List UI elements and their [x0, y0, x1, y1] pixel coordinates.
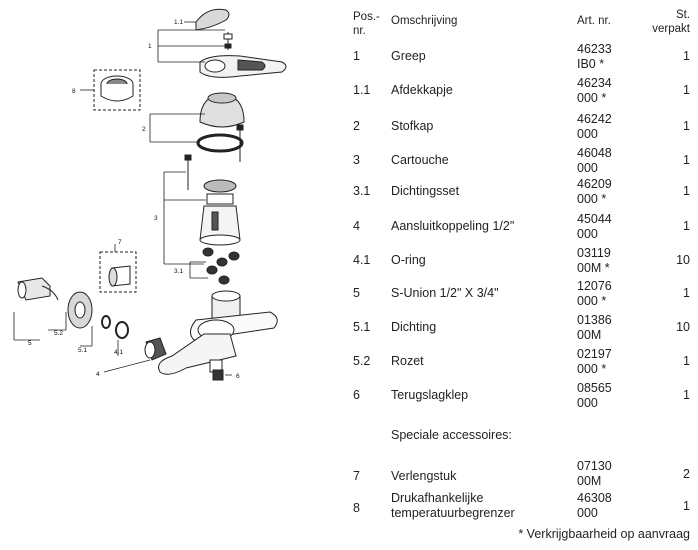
part-row-article: 46242 000	[577, 112, 612, 141]
special-row-qty: 1	[683, 499, 690, 513]
special-row-description: Verlengstuk	[391, 469, 457, 483]
part-row-qty: 1	[683, 153, 690, 167]
special-row-article: 07130 00M	[577, 459, 612, 488]
part-screw	[223, 32, 233, 50]
callout-5-2: 5.2	[54, 330, 63, 337]
part-row-description: Dichting	[391, 320, 437, 334]
part-row-qty: 1	[683, 184, 690, 198]
part-row-description: O-ring	[391, 253, 426, 267]
part-dust-cap	[199, 92, 245, 128]
part-row-qty: 10	[676, 320, 690, 334]
part-row-qty: 1	[683, 49, 690, 63]
part-seal	[101, 315, 111, 329]
part-row-qty: 1	[683, 119, 690, 133]
callout-1: 1	[148, 43, 152, 50]
part-row-article: 12076 000 *	[577, 279, 612, 308]
callout-4: 4	[96, 371, 100, 378]
part-row-description: S-Union 1/2" X 3/4"	[391, 286, 499, 300]
part-row-qty: 1	[683, 219, 690, 233]
part-row-pos: 4	[353, 219, 360, 233]
special-row-description: Drukafhankelijke temperatuurbegrenzer	[391, 491, 515, 520]
part-row-pos: 1	[353, 49, 360, 63]
part-connector	[144, 337, 167, 361]
callout-5-1: 5.1	[78, 347, 87, 354]
part-row-pos: 6	[353, 388, 360, 402]
part-row-pos: 3	[353, 153, 360, 167]
part-row-article: 01386 00M	[577, 313, 612, 342]
exploded-parts-diagram: 1.1 1 8 2 3 3.1 7 5 5.2 5.1 4.1 4 6	[13, 8, 287, 381]
callout-8: 8	[72, 88, 76, 95]
part-row-article: 08565 000	[577, 381, 612, 410]
part-row-description: Aansluitkoppeling 1/2"	[391, 219, 515, 233]
callout-2: 2	[142, 126, 146, 133]
special-row-pos: 8	[353, 501, 360, 515]
callout-3-1: 3.1	[174, 268, 183, 275]
part-check-valve	[212, 369, 224, 381]
part-row-pos: 5.2	[353, 354, 371, 368]
header-description: Omschrijving	[391, 15, 458, 27]
part-o-ring-small	[115, 321, 129, 339]
part-seal-set	[202, 247, 240, 285]
part-row-description: Terugslagklep	[391, 388, 469, 402]
part-cover-cap	[195, 8, 230, 31]
part-row-description: Afdekkapje	[391, 83, 453, 97]
part-s-union	[17, 277, 59, 301]
leader-lines	[13, 21, 232, 376]
part-row-pos: 1.1	[353, 83, 371, 97]
part-row-article: 46234 000 *	[577, 76, 612, 105]
parts-list: Pos.- nr. Omschrijving Art. nr. St. verpakt…	[345, 0, 698, 550]
part-row-article: 46233 IB0 *	[577, 42, 612, 71]
part-row-article: 45044 000	[577, 212, 612, 241]
part-row-pos: 5	[353, 286, 360, 300]
special-row-article: 46308 000	[577, 491, 612, 520]
part-temperature-limiter	[93, 69, 141, 111]
callout-4-1: 4.1	[114, 349, 123, 356]
part-cartridge	[199, 179, 241, 246]
part-row-qty: 1	[683, 83, 690, 97]
header-qty: St. verpakt	[652, 9, 690, 35]
header-article: Art. nr.	[577, 15, 611, 27]
part-row-description: Greep	[391, 49, 426, 63]
part-row-article: 03119 00M *	[577, 246, 611, 275]
callout-labels: 1.1 1 8 2 3 3.1 7 5 5.2 5.1 4.1 4 6	[28, 19, 240, 380]
special-row-pos: 7	[353, 469, 360, 483]
part-row-qty: 1	[683, 286, 690, 300]
callout-6: 6	[236, 373, 240, 380]
part-row-pos: 4.1	[353, 253, 371, 267]
part-row-description: Stofkap	[391, 119, 434, 133]
part-handle	[199, 55, 287, 78]
part-row-description: Dichtingsset	[391, 184, 460, 198]
part-bolts	[184, 124, 244, 190]
part-row-description: Cartouche	[391, 153, 449, 167]
callout-1-1: 1.1	[174, 19, 183, 26]
header-pos: Pos.- nr.	[353, 11, 380, 37]
part-extension	[99, 251, 137, 293]
callout-3: 3	[154, 215, 158, 222]
part-o-ring-large	[196, 133, 244, 153]
callout-5: 5	[28, 340, 32, 347]
part-row-qty: 10	[676, 253, 690, 267]
special-row-qty: 2	[683, 467, 690, 481]
part-row-article: 02197 000 *	[577, 347, 612, 376]
part-row-article: 46209 000 *	[577, 177, 612, 206]
part-row-qty: 1	[683, 388, 690, 402]
part-row-pos: 5.1	[353, 320, 371, 334]
part-row-pos: 2	[353, 119, 360, 133]
footnote: * Verkrijgbaarheid op aanvraag	[518, 527, 690, 541]
callout-7: 7	[118, 239, 122, 246]
part-row-description: Rozet	[391, 354, 424, 368]
part-row-qty: 1	[683, 354, 690, 368]
special-accessories-heading: Speciale accessoires:	[391, 428, 512, 442]
part-row-article: 46048 000	[577, 146, 612, 175]
part-rosette-hole	[74, 301, 86, 319]
part-mixer-body	[158, 290, 278, 375]
part-row-pos: 3.1	[353, 184, 371, 198]
